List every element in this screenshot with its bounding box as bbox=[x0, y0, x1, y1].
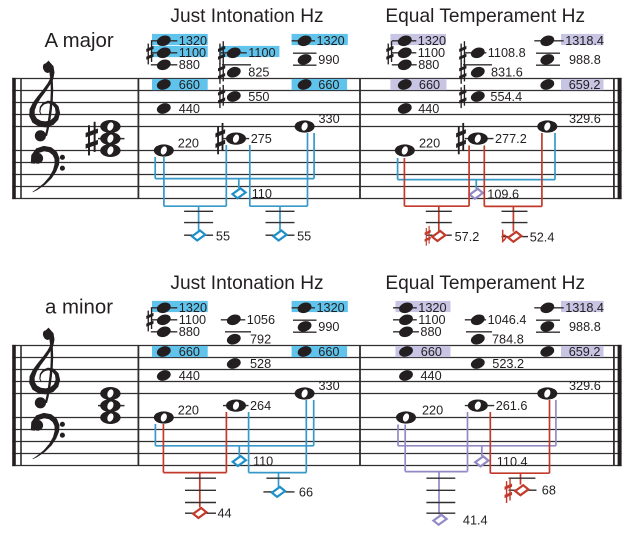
svg-text:880: 880 bbox=[420, 325, 441, 339]
svg-text:55: 55 bbox=[216, 229, 230, 243]
svg-text:1046.4: 1046.4 bbox=[488, 313, 527, 327]
svg-text:880: 880 bbox=[179, 325, 200, 339]
svg-text:261.6: 261.6 bbox=[496, 399, 528, 413]
svg-text:329.6: 329.6 bbox=[569, 379, 601, 393]
svg-text:1320: 1320 bbox=[179, 301, 207, 315]
svg-text:68: 68 bbox=[542, 484, 556, 498]
svg-text:41.4: 41.4 bbox=[463, 514, 488, 528]
svg-text:660: 660 bbox=[421, 345, 442, 359]
svg-text:988.8: 988.8 bbox=[569, 320, 601, 334]
svg-text:1100: 1100 bbox=[179, 313, 206, 327]
svg-text:66: 66 bbox=[299, 486, 313, 500]
svg-text:1100: 1100 bbox=[179, 46, 206, 60]
svg-text:550: 550 bbox=[248, 90, 269, 104]
svg-text:1318.4: 1318.4 bbox=[565, 301, 604, 315]
svg-text:A major: A major bbox=[45, 30, 114, 52]
svg-text:990: 990 bbox=[318, 320, 339, 334]
svg-text:Just Intonation Hz: Just Intonation Hz bbox=[170, 6, 323, 27]
svg-text:55: 55 bbox=[297, 229, 311, 243]
svg-text:792: 792 bbox=[250, 333, 271, 347]
svg-text:988.8: 988.8 bbox=[569, 53, 601, 67]
svg-text:528: 528 bbox=[250, 357, 271, 371]
svg-text:a minor: a minor bbox=[45, 296, 113, 318]
svg-text:275: 275 bbox=[251, 132, 272, 146]
svg-text:1320: 1320 bbox=[317, 34, 345, 48]
svg-text:554.4: 554.4 bbox=[490, 90, 522, 104]
svg-text:784.8: 784.8 bbox=[492, 333, 524, 347]
svg-text:57.2: 57.2 bbox=[455, 230, 480, 244]
svg-text:Equal Temperament Hz: Equal Temperament Hz bbox=[385, 273, 585, 294]
svg-text:660: 660 bbox=[318, 78, 339, 92]
svg-text:110: 110 bbox=[252, 187, 272, 201]
svg-text:330: 330 bbox=[319, 379, 340, 393]
svg-text:880: 880 bbox=[179, 58, 200, 72]
svg-text:52.4: 52.4 bbox=[530, 231, 555, 245]
svg-text:1108.8: 1108.8 bbox=[488, 46, 526, 60]
svg-text:880: 880 bbox=[418, 58, 439, 72]
svg-text:659.2: 659.2 bbox=[569, 345, 601, 359]
svg-text:1320: 1320 bbox=[317, 301, 345, 315]
svg-text:660: 660 bbox=[179, 345, 200, 359]
svg-text:1100: 1100 bbox=[418, 46, 445, 60]
svg-text:1320: 1320 bbox=[418, 301, 446, 315]
svg-text:660: 660 bbox=[419, 78, 440, 92]
svg-text:329.6: 329.6 bbox=[569, 112, 601, 126]
svg-text:831.6: 831.6 bbox=[491, 66, 523, 80]
svg-text:220: 220 bbox=[178, 136, 199, 150]
svg-text:277.2: 277.2 bbox=[495, 132, 527, 146]
svg-text:330: 330 bbox=[319, 112, 340, 126]
svg-text:Just Intonation Hz: Just Intonation Hz bbox=[170, 273, 323, 294]
svg-text:660: 660 bbox=[179, 78, 200, 92]
svg-text:660: 660 bbox=[318, 345, 339, 359]
svg-text:1100: 1100 bbox=[248, 46, 275, 60]
svg-text:44: 44 bbox=[218, 507, 232, 521]
svg-text:110: 110 bbox=[253, 455, 273, 469]
svg-text:523.2: 523.2 bbox=[492, 357, 524, 371]
svg-text:109.6: 109.6 bbox=[487, 187, 519, 201]
svg-text:440: 440 bbox=[421, 369, 442, 383]
svg-text:1100: 1100 bbox=[418, 313, 445, 327]
svg-text:1318.4: 1318.4 bbox=[565, 34, 604, 48]
svg-text:1056: 1056 bbox=[247, 313, 275, 327]
svg-text:1320: 1320 bbox=[179, 34, 207, 48]
svg-text:440: 440 bbox=[179, 102, 200, 116]
svg-text:659.2: 659.2 bbox=[569, 78, 601, 92]
svg-text:1320: 1320 bbox=[418, 34, 446, 48]
svg-text:220: 220 bbox=[178, 403, 199, 417]
svg-text:264: 264 bbox=[250, 399, 271, 413]
svg-text:Equal Temperament Hz: Equal Temperament Hz bbox=[385, 6, 585, 27]
svg-text:440: 440 bbox=[179, 369, 200, 383]
svg-text:220: 220 bbox=[419, 136, 440, 150]
svg-text:990: 990 bbox=[318, 53, 339, 67]
svg-text:220: 220 bbox=[422, 403, 443, 417]
svg-text:825: 825 bbox=[248, 66, 269, 80]
svg-text:110.4: 110.4 bbox=[497, 455, 528, 469]
svg-text:440: 440 bbox=[418, 102, 439, 116]
